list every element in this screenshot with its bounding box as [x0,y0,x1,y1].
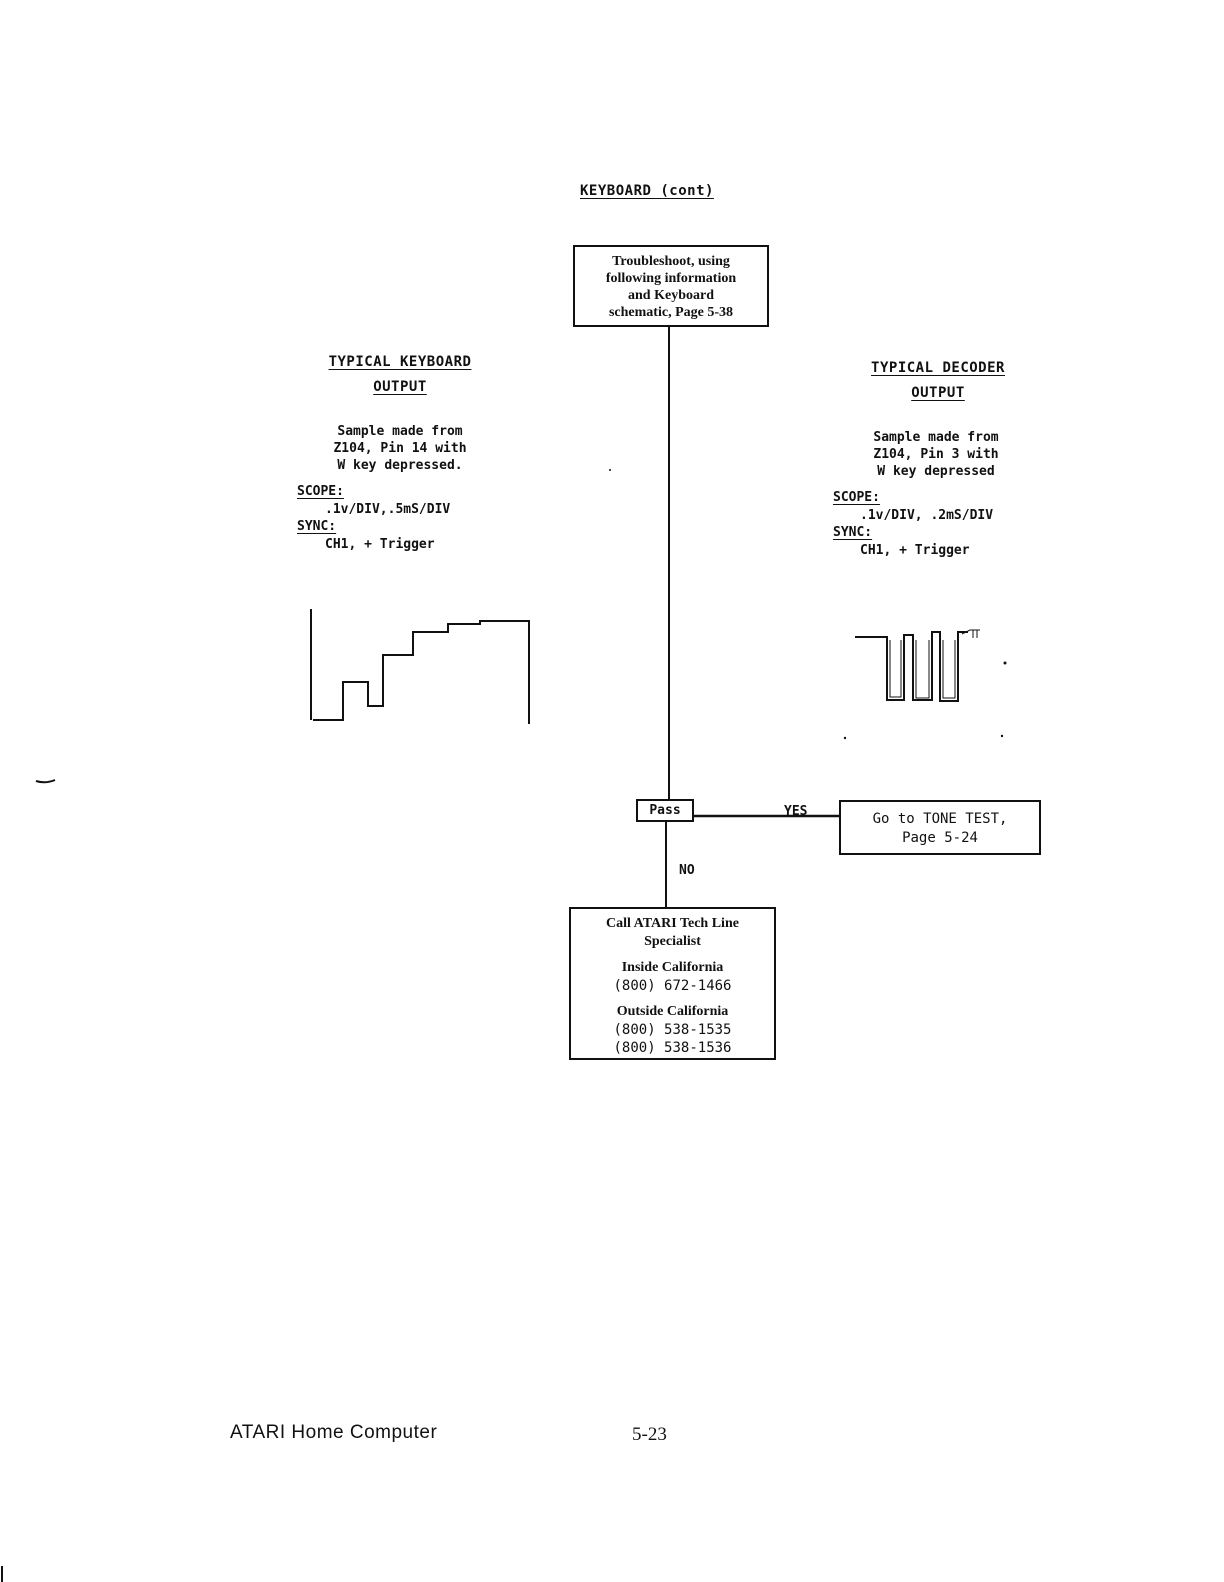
start-box: Troubleshoot, using following informatio… [573,245,769,327]
inside-california-label: Inside California [621,960,724,975]
decoder-sample-text: Sample made from Z104, Pin 3 with W key … [836,429,1036,480]
outside-california-phone-2: (800) 538-1536 [613,1040,732,1056]
decoder-waveform [855,629,980,702]
decoder-heading-2: OUTPUT [911,385,965,401]
keyboard-sample-line-3: W key depressed. [337,458,463,473]
start-box-line-4: schematic, Page 5-38 [608,305,734,320]
tone-test-line-1: Go to TONE TEST, [872,811,1008,827]
outside-california-phone-1: (800) 538-1535 [613,1022,732,1038]
pass-label: Pass [649,803,681,818]
tech-line-line-2: Specialist [644,934,701,949]
decoder-sync-label: SYNC: [833,525,873,540]
keyboard-heading-2: OUTPUT [373,379,427,395]
keyboard-waveform [310,609,530,724]
yes-label: YES [784,804,808,819]
tech-line-box: Call ATARI Tech Line Specialist Inside C… [569,907,776,1060]
decoder-sample-line-2: Z104, Pin 3 with [873,447,999,462]
outside-california-label: Outside California [616,1004,729,1019]
start-box-line-3: and Keyboard [628,288,714,303]
start-box-line-2: following information [605,271,737,286]
footer-left: ATARI Home Computer [230,1422,438,1443]
keyboard-sample-line-2: Z104, Pin 14 with [333,441,467,456]
start-box-line-1: Troubleshoot, using [612,254,730,269]
keyboard-heading-1: TYPICAL KEYBOARD [328,354,472,370]
tech-line-line-1: Call ATARI Tech Line [606,916,739,931]
decoder-heading-1: TYPICAL DECODER [871,360,1005,376]
keyboard-scope-label: SCOPE: [297,484,344,499]
decoder-sample-line-3: W key depressed [877,464,995,479]
keyboard-scope-value: .1v/DIV,.5mS/DIV [325,502,451,517]
footer-page-number: 5-23 [632,1424,667,1445]
inside-california-phone: (800) 672-1466 [613,978,732,994]
decoder-sample-line-1: Sample made from [873,430,999,445]
decoder-sync-value: CH1, + Trigger [860,543,970,558]
keyboard-sync-label: SYNC: [297,519,337,534]
page-title: KEYBOARD (cont) [580,183,714,199]
keyboard-sample-line-1: Sample made from [337,424,463,439]
no-label: NO [679,863,695,878]
keyboard-sample-text: Sample made from Z104, Pin 14 with W key… [300,423,500,474]
tone-test-box: Go to TONE TEST, Page 5-24 [839,800,1041,855]
decoder-scope-value: .1v/DIV, .2mS/DIV [860,508,994,523]
pass-decision-box: Pass [636,799,694,822]
keyboard-sync-value: CH1, + Trigger [325,537,435,552]
decoder-scope-label: SCOPE: [833,490,880,505]
scan-mark [35,779,56,784]
tone-test-line-2: Page 5-24 [902,830,978,846]
